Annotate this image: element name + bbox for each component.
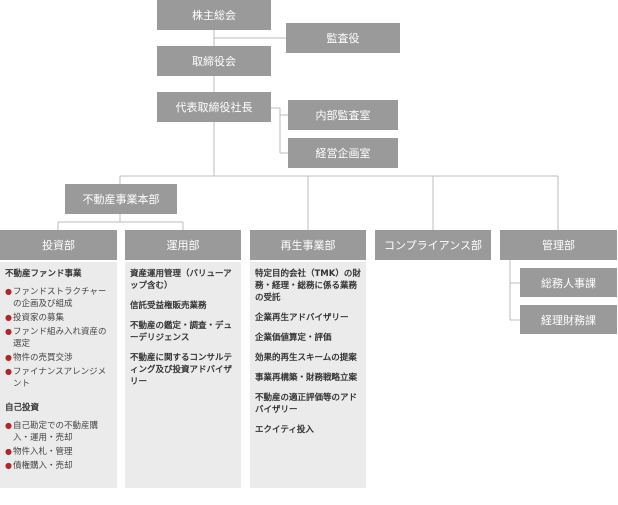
bullet-icon: ● bbox=[5, 353, 12, 362]
revival-panel: 特定目的会社（TMK）の財務・経理・総務に係る業務の受託 企業再生アドバイザリー… bbox=[250, 262, 366, 488]
accounting-box: 経理財務課 bbox=[520, 305, 617, 334]
investment-dept-box: 投資部 bbox=[0, 230, 117, 260]
list-item: 信託受益権販売業務 bbox=[130, 301, 207, 311]
list-item: エクイティ投入 bbox=[255, 425, 314, 435]
planning-box: 経営企画室 bbox=[288, 138, 398, 168]
operations-panel: 資産運用管理（バリューアップ含む） 信託受益権販売業務 不動産の鑑定・調査・デュ… bbox=[125, 262, 241, 488]
bullet-icon: ● bbox=[5, 327, 12, 336]
real-estate-division-box: 不動産事業本部 bbox=[65, 184, 177, 214]
bullet-icon: ● bbox=[5, 313, 12, 322]
bullet-icon: ● bbox=[5, 287, 12, 296]
shareholders-meeting-box: 株主総会 bbox=[157, 0, 271, 30]
list-item: ●投資家の募集 bbox=[5, 313, 65, 323]
revival-dept-box: 再生事業部 bbox=[250, 230, 366, 260]
list-item: 不動産に関するコンサルティング及び投資アドバイザリー bbox=[130, 353, 233, 387]
list-item: ●債権購入・売却 bbox=[5, 461, 73, 471]
list-item: ●自己勘定での不動産購入・運用・売却 bbox=[5, 421, 99, 443]
list-item: 事業再構築・財務戦略立案 bbox=[255, 373, 358, 383]
list-item: ●ファイナンスアレンジメント bbox=[5, 367, 107, 389]
internal-audit-box: 内部監査室 bbox=[288, 100, 398, 130]
president-box: 代表取締役社長 bbox=[157, 92, 271, 122]
list-item: 企業価値算定・評価 bbox=[255, 333, 332, 343]
investment-section-self: 自己投資 bbox=[5, 403, 40, 413]
investment-panel: 不動産ファンド事業 ●ファンドストラクチャーの企画及び組成 ●投資家の募集 ●フ… bbox=[0, 262, 117, 488]
board-box: 取締役会 bbox=[157, 46, 271, 76]
auditor-box: 監査役 bbox=[286, 23, 400, 53]
list-item: 不動産の適正評価等のアドバイザリー bbox=[255, 393, 358, 415]
list-item: ●物件入札・管理 bbox=[5, 447, 73, 457]
bullet-icon: ● bbox=[5, 367, 12, 376]
list-item: ●ファンドストラクチャーの企画及び組成 bbox=[5, 287, 107, 309]
list-item: 企業再生アドバイザリー bbox=[255, 313, 349, 323]
general-affairs-box: 総務人事課 bbox=[520, 268, 617, 297]
list-item: 効果的再生スキームの提案 bbox=[255, 353, 357, 363]
bullet-icon: ● bbox=[5, 461, 12, 470]
bullet-icon: ● bbox=[5, 447, 12, 456]
list-item: ●ファンド組み入れ資産の選定 bbox=[5, 327, 107, 349]
list-item: 不動産の鑑定・調査・デューデリジェンス bbox=[130, 321, 233, 343]
list-item: ●物件の売買交渉 bbox=[5, 353, 73, 363]
compliance-dept-box: コンプライアンス部 bbox=[375, 230, 491, 260]
bullet-icon: ● bbox=[5, 421, 12, 430]
operations-dept-box: 運用部 bbox=[125, 230, 241, 260]
management-dept-box: 管理部 bbox=[500, 230, 617, 260]
investment-section-fund: 不動産ファンド事業 bbox=[5, 269, 82, 279]
list-item: 特定目的会社（TMK）の財務・経理・総務に係る業務の受託 bbox=[255, 269, 361, 303]
list-item: 資産運用管理（バリューアップ含む） bbox=[130, 269, 232, 291]
